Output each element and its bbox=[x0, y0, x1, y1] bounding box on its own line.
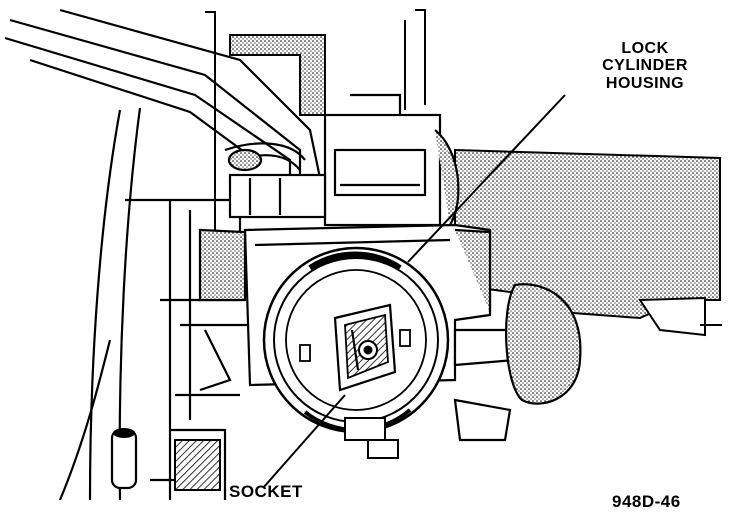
leader-lines bbox=[262, 94, 566, 489]
lower-bracket bbox=[110, 428, 221, 491]
wiring-harness bbox=[224, 142, 306, 172]
figure-number: 948D-46 bbox=[612, 492, 681, 511]
switch-housing bbox=[228, 93, 460, 227]
socket bbox=[333, 303, 397, 392]
lock-cylinder-housing-label: LOCK CYLINDER HOUSING bbox=[580, 40, 710, 92]
steering-column bbox=[454, 148, 722, 337]
callout-line: HOUSING bbox=[605, 74, 685, 92]
lever-knob bbox=[453, 283, 582, 442]
upper-bracket bbox=[205, 9, 426, 230]
callout-line: LOCK bbox=[621, 40, 669, 57]
socket-label: SOCKET bbox=[229, 482, 303, 501]
callout-line: CYLINDER bbox=[602, 57, 688, 75]
